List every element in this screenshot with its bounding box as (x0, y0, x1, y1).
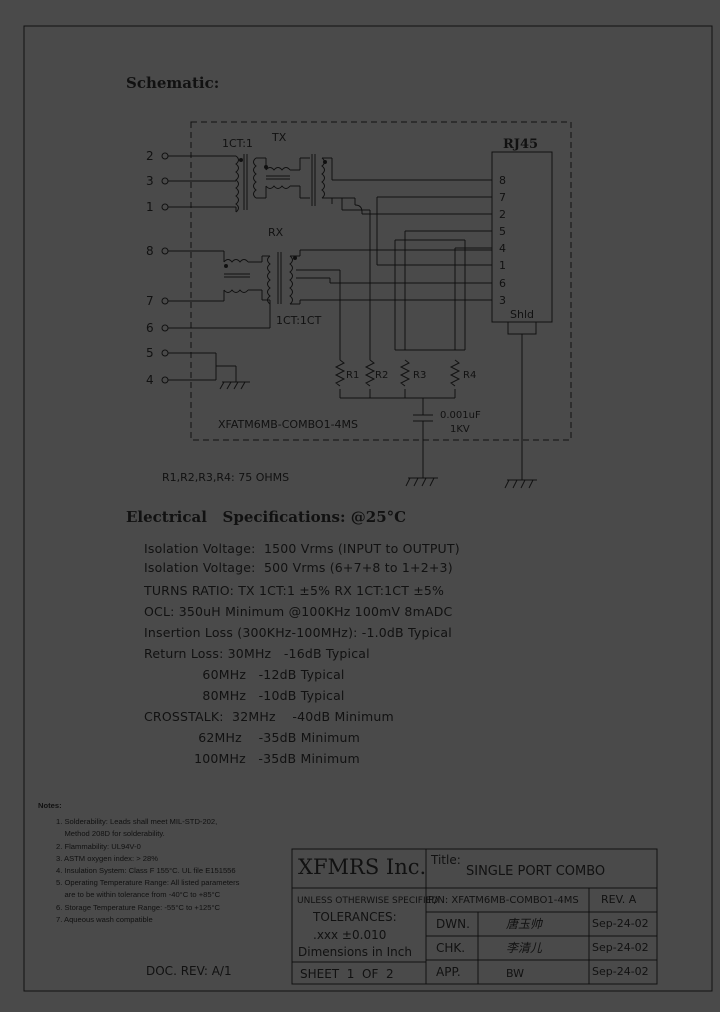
rj45-shield-tab (507, 321, 537, 335)
shield-ground (504, 334, 537, 489)
spec-line: Return Loss: 30MHz -16dB Typical (144, 646, 370, 661)
rj45-pin-label: 5 (499, 225, 506, 238)
note-item: 6. Storage Temperature Range: -55°C to +… (56, 903, 221, 912)
spec-line: 80MHz -10dB Typical (144, 688, 345, 703)
spec-line: Insertion Loss (300KHz-100MHz): -1.0dB T… (144, 625, 452, 640)
spec-line: CROSSTALK: 32MHz -40dB Minimum (144, 709, 394, 724)
title-value: SINGLE PORT COMBO (466, 864, 606, 879)
part-label: XFATM6MB-COMBO1-4MS (218, 418, 358, 431)
rj45-pin-label: 7 (499, 191, 506, 204)
unless-note: UNLESS OTHERWISE SPECIFIED (297, 896, 439, 906)
left-pin-label: 5 (146, 346, 154, 360)
note-item: 5. Operating Temperature Range: All list… (56, 878, 240, 887)
module-outline (190, 121, 572, 441)
spec-line: OCL: 350uH Minimum @100KHz 100mV 8mADC (144, 604, 453, 619)
rx-output-wiring (290, 249, 492, 360)
left-pin-label: 1 (146, 200, 154, 214)
company-name: XFMRS Inc. (298, 855, 427, 879)
left-pin-label: 2 (146, 149, 154, 163)
resistor-labels: R1 R2 R3 R4 (346, 370, 476, 381)
chk-label: CHK. (436, 941, 466, 955)
cap-value: 0.001uF (440, 410, 481, 421)
sheet-border (23, 25, 713, 992)
tx-transformer (235, 154, 332, 213)
cap-voltage: 1KV (450, 424, 470, 435)
resistor-label: R1 (346, 370, 359, 381)
left-pin-label: 6 (146, 321, 154, 335)
chk-date: Sep-24-02 (592, 941, 649, 954)
title-block-grid (291, 848, 658, 985)
rj45-pair-wiring (376, 196, 492, 351)
rj45-pin-label: 1 (499, 259, 506, 272)
rj45-pin-label: 6 (499, 277, 506, 290)
chk-signature: 李清儿 (506, 941, 543, 955)
rj45-pin-label: 2 (499, 208, 506, 221)
notes-heading: Notes: (38, 801, 62, 810)
resistor-label: R3 (413, 370, 426, 381)
tx-ratio: 1CT:1 (222, 137, 253, 150)
note-item: 2. Flammability: UL94V-0 (56, 842, 141, 851)
spec-line: Isolation Voltage: 1500 Vrms (INPUT to O… (144, 541, 460, 556)
left-pin-label: 8 (146, 244, 154, 258)
tolerances-label: TOLERANCES: (313, 910, 397, 924)
rx-label: RX (268, 226, 284, 239)
rj45-pin-label: 8 (499, 174, 506, 187)
note-item: 4. Insulation System: Class F 155°C. UL … (56, 866, 236, 875)
spec-line: 60MHz -12dB Typical (144, 667, 345, 682)
spec-line: 100MHz -35dB Minimum (144, 751, 360, 766)
rx-ratio: 1CT:1CT (276, 314, 322, 327)
resistor-label: R4 (463, 370, 476, 381)
resistor-note: R1,R2,R3,R4: 75 OHMS (162, 471, 289, 484)
dimensions-note: Dimensions in Inch (298, 945, 412, 959)
rj45-pin-labels: 8 7 2 5 4 1 6 3 (499, 174, 506, 307)
electrical-heading: Electrical Specifications: @25°C (126, 508, 407, 526)
schematic-heading: Schematic: (126, 74, 219, 92)
left-pin-label: 4 (146, 373, 154, 387)
tolerance-value: .xxx ±0.010 (313, 928, 387, 942)
left-pin-labels: 2 3 1 8 7 6 5 4 (146, 149, 154, 387)
app-name: BW (506, 967, 525, 980)
tx-output-wiring (331, 158, 492, 360)
note-item: are to be within tolerance from -40°C to… (56, 890, 221, 899)
spec-line: 62MHz -35dB Minimum (144, 730, 361, 745)
spec-line: Isolation Voltage: 500 Vrms (6+7+8 to 1+… (144, 560, 453, 575)
app-label: APP. (436, 965, 461, 979)
rj45-pin-label: 4 (499, 242, 506, 255)
resistor-label: R2 (375, 370, 388, 381)
ground-symbol-left (219, 381, 250, 390)
rj45-label: RJ45 (503, 137, 538, 152)
resistors (334, 359, 461, 399)
dwn-label: DWN. (436, 917, 470, 931)
revision: REV. A (601, 893, 637, 906)
doc-rev: DOC. REV: A/1 (146, 964, 232, 978)
part-number: P/N: XFATM6MB-COMBO1-4MS (428, 895, 579, 906)
sheet-number: SHEET 1 OF 2 (300, 967, 394, 981)
spec-line: TURNS RATIO: TX 1CT:1 ±5% RX 1CT:1CT ±5% (144, 583, 445, 598)
dwn-signature: 唐玉帅 (506, 917, 543, 931)
note-item: 7. Aqueous wash compatible (56, 915, 153, 924)
left-pin-label: 7 (146, 294, 154, 308)
shield-label: Shld (510, 308, 534, 321)
left-pin-label: 3 (146, 174, 154, 188)
tx-label: TX (271, 131, 287, 144)
note-item: 3. ASTM oxygen index: > 28% (56, 854, 158, 863)
capacitor (405, 398, 438, 487)
rj45-pin-label: 3 (499, 294, 506, 307)
app-date: Sep-24-02 (592, 965, 649, 978)
left-pin-leads (161, 152, 270, 384)
note-item: 1. Solderability: Leads shall meet MIL-S… (56, 817, 218, 826)
title-label: Title: (431, 853, 461, 867)
dwn-date: Sep-24-02 (592, 917, 649, 930)
note-item: Method 208D for solderability. (56, 829, 165, 838)
